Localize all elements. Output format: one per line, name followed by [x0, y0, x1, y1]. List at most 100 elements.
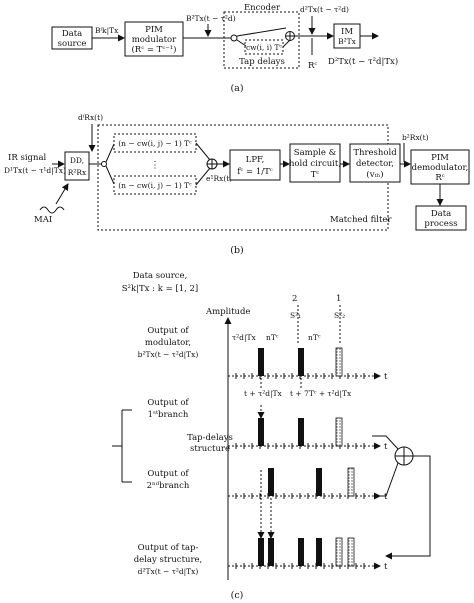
branch-dots: ⋮	[150, 160, 160, 171]
data-source-label-1: Data	[62, 29, 82, 39]
th-label-1: Threshold	[353, 148, 397, 158]
branch-box-2	[113, 175, 197, 195]
out-tap-1: Output of tap-	[138, 543, 199, 553]
pulse-branch1-2	[335, 417, 343, 447]
tap-to-sum	[282, 39, 291, 48]
pulse-tap-output-4	[335, 537, 343, 567]
ir-signal-sub: D¹Tx(t − τ¹d|Tx)	[4, 166, 66, 175]
amplitude-label: Amplitude	[205, 307, 250, 317]
rc-label: Rᶜ	[308, 61, 317, 71]
sh-label-2: hold circuit,	[289, 159, 341, 169]
split-node	[230, 34, 238, 42]
pim-label-1: PIM	[145, 25, 163, 35]
lpf-label-1: LPF,	[246, 155, 265, 165]
data-source-c-2: S²k|Tx : k = [1, 2]	[122, 284, 199, 294]
out-mod-3: b²Tx(t − τ²d|Tx)	[138, 350, 199, 359]
out-mod-1: Output of	[147, 326, 189, 336]
pulse-modulator-0	[258, 348, 264, 376]
time-label-2: t + 7Tᶜ + τ²d|Tx	[290, 389, 352, 398]
output-label: D²Tx(t − τ²d|Tx)	[328, 56, 398, 67]
matched-filter-dashed-box	[97, 124, 389, 231]
branch2-c-2: 2ⁿᵈbranch	[147, 481, 190, 491]
dd-box	[64, 151, 90, 181]
ntc-label-1: nTᶜ	[266, 333, 279, 342]
encoder-label: Encoder	[244, 3, 281, 13]
s1-label: S²₁	[290, 311, 301, 320]
pulse-branch2-1	[316, 468, 322, 496]
upper-tap-line	[236, 27, 287, 37]
out-tap-2: delay structure,	[134, 555, 203, 565]
branch1-to-sum-c	[372, 435, 399, 450]
time-t-label-branch2: t	[384, 492, 388, 502]
data-source-c-1: Data source,	[133, 271, 188, 281]
tap-structure-1: Tap-delays	[187, 433, 233, 443]
dp-label-2: process	[424, 219, 457, 229]
lower-tap-line	[236, 39, 247, 47]
ir-signal-label: IR signal	[8, 153, 47, 163]
branch-1-label: (n − cw(i, j) − 1) Tᶜ	[118, 139, 192, 148]
dd-label-2: R²Rx	[68, 168, 87, 177]
branch1-c-2: 1ˢᵗbranch	[148, 410, 189, 420]
im-box	[333, 23, 361, 49]
branch1-to-sum	[195, 142, 211, 161]
time-t-label-modulator: t	[384, 372, 388, 382]
pulse-branch1-1	[298, 418, 304, 446]
mai-label: MAI	[34, 215, 52, 225]
pim-label-2: modulator	[132, 35, 177, 45]
time-label-1: t + τ²d|Tx	[244, 389, 283, 398]
pulse-modulator-2	[335, 347, 343, 377]
pulse-branch1-0	[258, 418, 264, 446]
lpf-box	[229, 149, 281, 181]
pim-modulator-box	[124, 21, 184, 57]
pulse-tap-output-0	[258, 538, 264, 566]
d-rx-label: dⁱRx(t)	[78, 113, 103, 122]
time-t-label-branch1: t	[384, 442, 388, 452]
branch-2-label: (n − cw(i, j) − 1) Tᶜ	[118, 181, 192, 190]
pulse-branch2-2	[347, 467, 355, 497]
pulse-modulator-1	[298, 348, 304, 376]
tau-label: τ²d|Tx	[232, 333, 256, 342]
th-label-2: detector,	[356, 159, 394, 169]
pulse-tap-output-2	[298, 538, 304, 566]
s2-index: 1	[336, 294, 341, 304]
data-process-box	[415, 205, 467, 231]
sh-label-1: Sample &	[294, 148, 337, 158]
th-label-3: (vₜₕ)	[366, 169, 383, 180]
s1-index: 2	[292, 294, 297, 304]
im-label-1: IM	[341, 27, 353, 37]
branch-box-1	[113, 133, 197, 153]
branch-up	[105, 143, 115, 163]
branch2-c-1: Output of	[147, 469, 189, 479]
branch-down	[105, 165, 115, 185]
tap-delays-label: Tap delays	[239, 57, 285, 67]
pulse-tap-output-5	[347, 537, 355, 567]
pulse-tap-output-1	[268, 538, 274, 566]
caption-c: (c)	[231, 590, 244, 601]
e-rx-label: e¹Rx(t)	[206, 174, 232, 183]
encoder-dashed-box	[223, 11, 300, 69]
tap-structure-2: structure	[190, 444, 230, 454]
pim-label-3: (Rᶜ = Tᶜ⁻¹)	[131, 44, 176, 55]
demod-label-3: Rᶜ	[435, 173, 444, 183]
demod-label-2: demodulator,	[412, 163, 469, 173]
input-signal-label: Bⁱk|Tx	[95, 26, 119, 35]
mai-noise-squiggle	[39, 206, 65, 214]
demod-label-1: PIM	[431, 153, 449, 163]
sh-label-3: Tᶜ	[311, 170, 320, 180]
ntc-label-2: nTᶜ	[308, 333, 321, 342]
sample-hold-box	[289, 143, 341, 183]
matched-filter-label: Matched filter	[330, 215, 392, 225]
panel-c: Data source, S²k|Tx : k = [1, 2] Amplitu…	[112, 271, 431, 601]
b-rx-label: b²Rx(t)	[402, 133, 429, 142]
dd-label-1: DD,	[70, 156, 84, 165]
b-signal-label: B²Tx(t − τ²d)	[186, 14, 236, 23]
data-source-label-2: source	[58, 39, 87, 49]
split-node-b	[101, 161, 107, 167]
s2-label: S²₂	[334, 311, 345, 320]
pulse-tap-output-3	[316, 538, 322, 566]
panel-b: dⁱRx(t) IR signal D¹Tx(t − τ¹d|Tx) DD, R…	[4, 113, 470, 256]
out-mod-2: modulator,	[145, 338, 191, 348]
